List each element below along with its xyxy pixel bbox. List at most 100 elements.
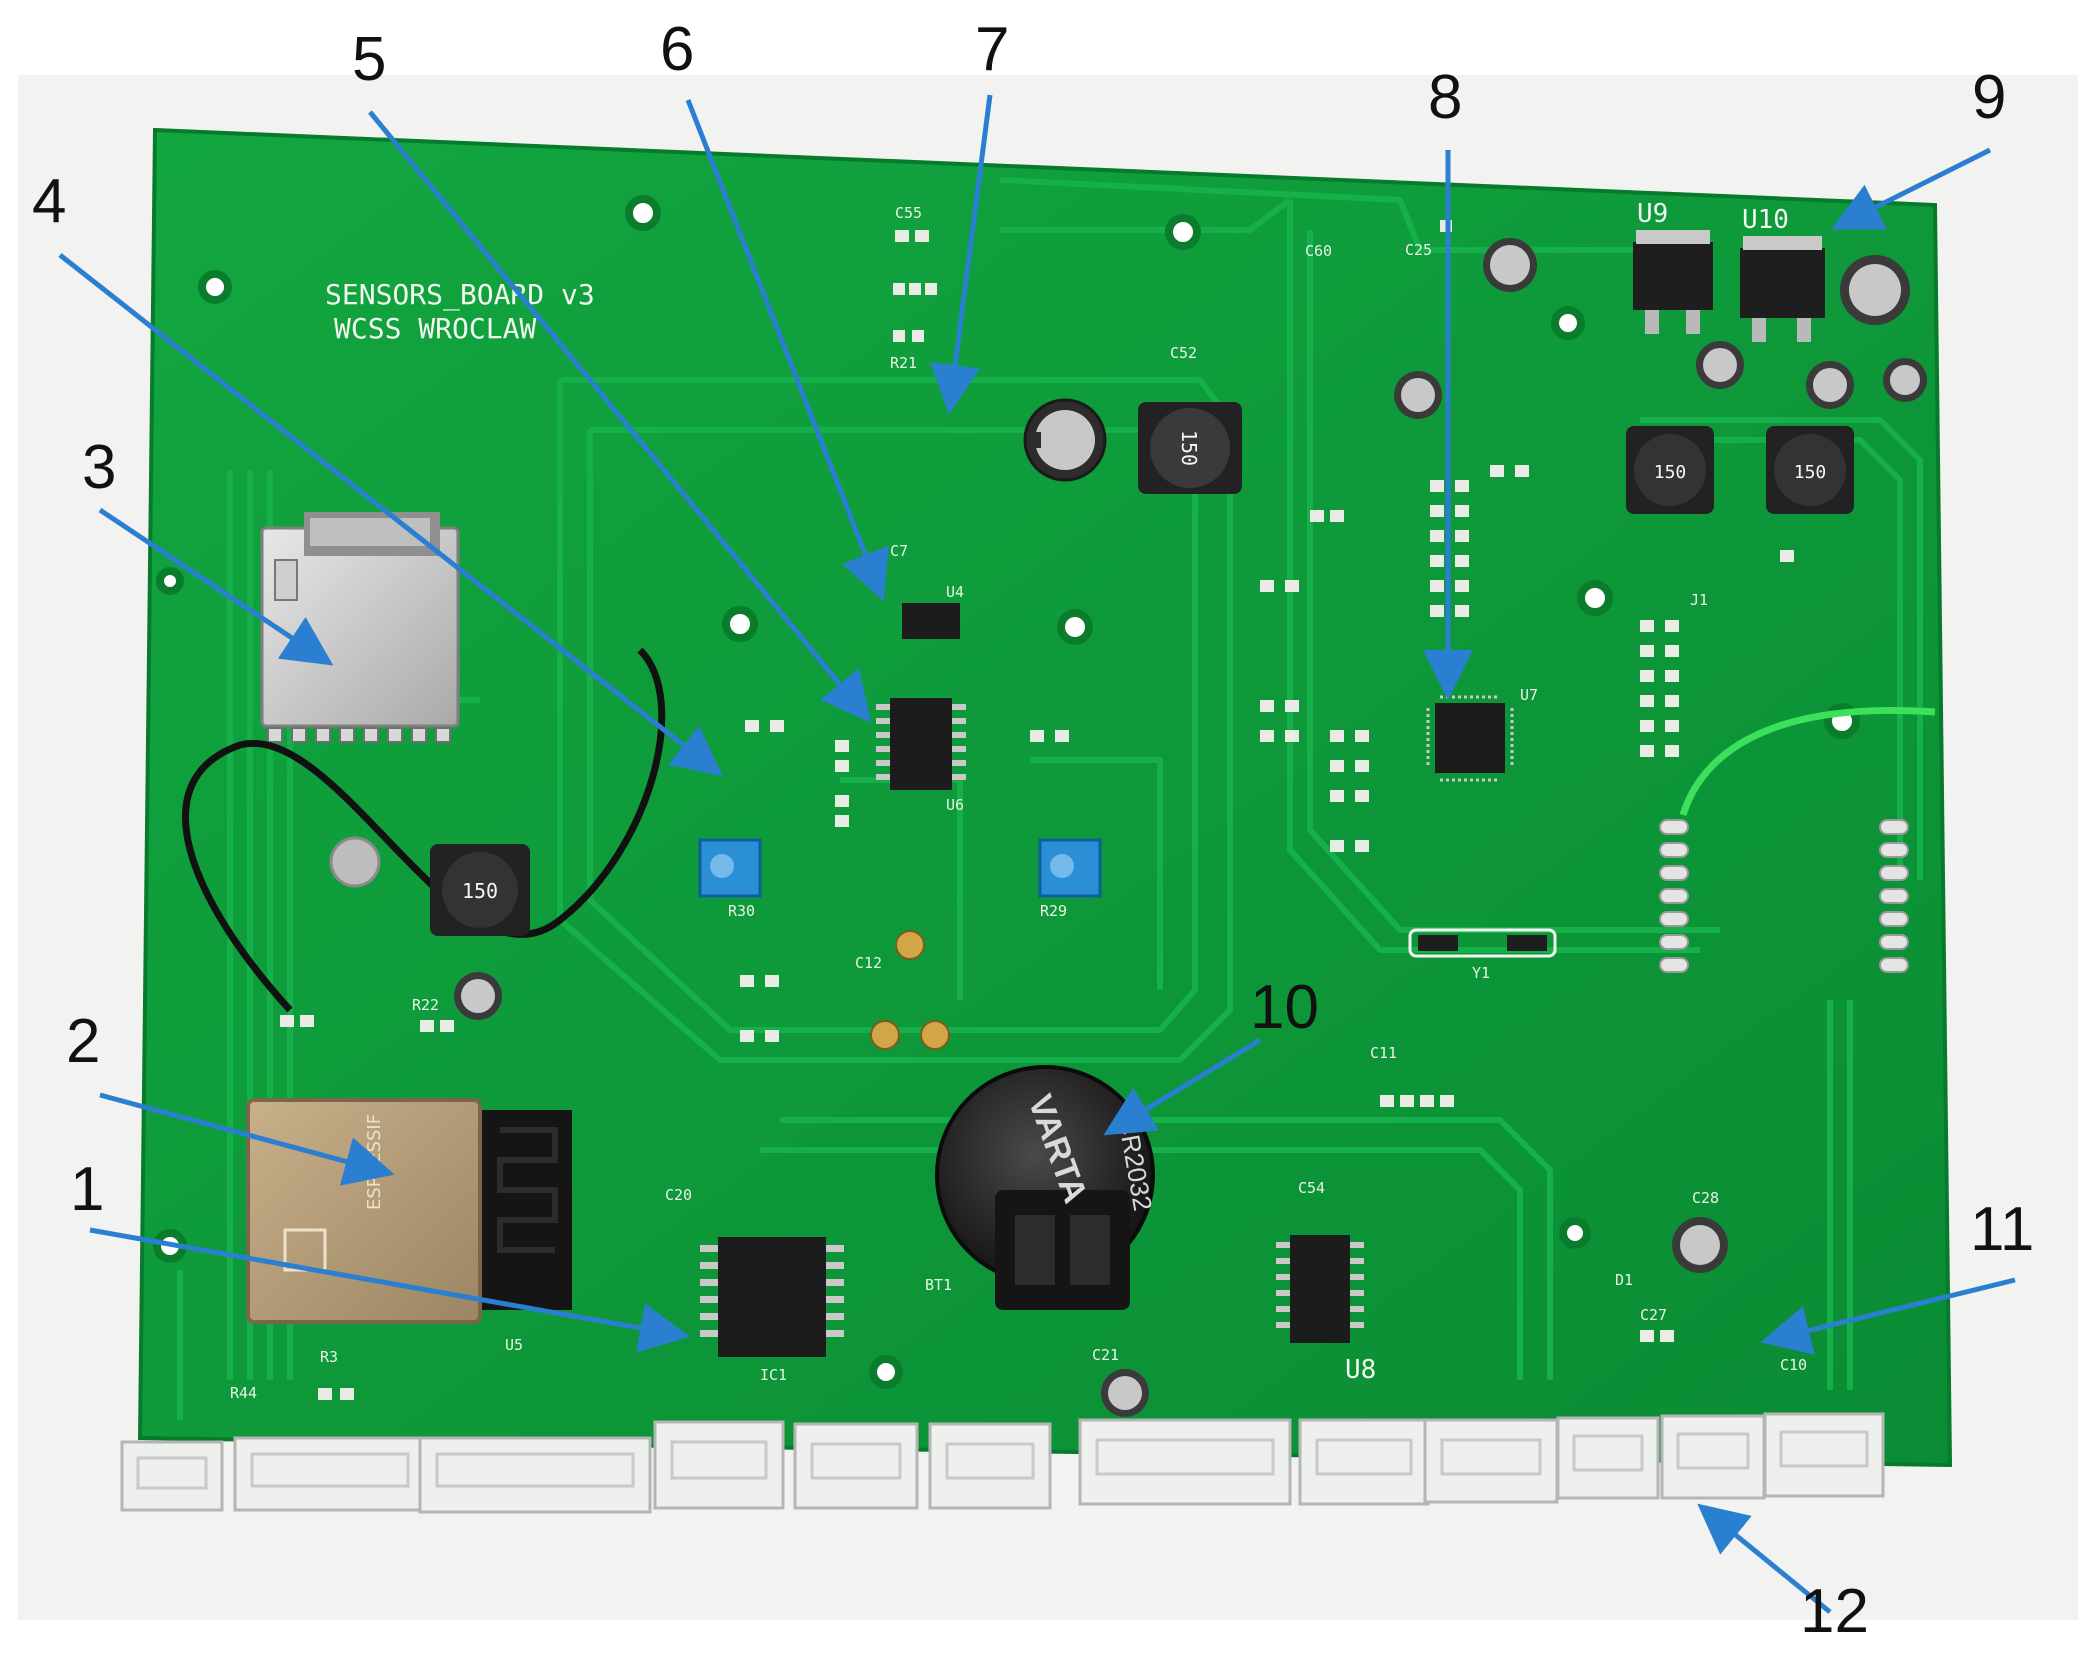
callout-9: 9 xyxy=(1972,63,2006,132)
callout-10: 10 xyxy=(1250,973,1319,1042)
mounting-holes xyxy=(153,195,1860,1389)
label-c12: C12 xyxy=(855,954,882,972)
callout-1: 1 xyxy=(70,1155,104,1224)
arrow-2 xyxy=(99,1092,395,1186)
label-bt1: BT1 xyxy=(925,1276,952,1294)
svg-text:150: 150 xyxy=(462,879,498,903)
connector-9 xyxy=(1423,1418,1559,1504)
callout-2: 2 xyxy=(66,1007,100,1076)
connector-11 xyxy=(1660,1414,1766,1500)
inductor-l4: 150 xyxy=(430,844,530,936)
pin-header-right xyxy=(1659,819,1909,973)
label-c60: C60 xyxy=(1305,242,1332,260)
label-c54: C54 xyxy=(1298,1179,1325,1197)
label-r29: R29 xyxy=(1040,902,1067,920)
label-c7: C7 xyxy=(890,542,908,560)
label-c11: C11 xyxy=(1370,1044,1397,1062)
label-r3: R3 xyxy=(320,1348,338,1366)
label-c20: C20 xyxy=(665,1186,692,1204)
arrow-5 xyxy=(368,110,872,723)
label-r44: R44 xyxy=(230,1384,257,1402)
power-components-top: 150 xyxy=(1023,230,1927,514)
connector-2 xyxy=(233,1436,427,1512)
callout-3: 3 xyxy=(82,433,116,502)
label-c25: C25 xyxy=(1405,241,1432,259)
connector-10 xyxy=(1556,1416,1660,1500)
connector-3 xyxy=(418,1436,652,1514)
label-c28: C28 xyxy=(1692,1189,1719,1207)
label-y1: Y1 xyxy=(1472,964,1490,982)
label-u9: U9 xyxy=(1637,199,1668,229)
chip-u8 xyxy=(1276,1235,1364,1343)
arrow-12 xyxy=(1697,1503,1832,1614)
chip-u4 xyxy=(902,603,960,639)
label-d1: D1 xyxy=(1615,1271,1633,1289)
chip-u6 xyxy=(876,698,966,790)
arrow-11 xyxy=(1760,1277,2016,1355)
crystal-y1 xyxy=(1408,928,1557,958)
microsd-card-slot xyxy=(260,512,460,743)
board-title-line1: SENSORS_BOARD v3 xyxy=(325,278,595,312)
label-r30: R30 xyxy=(728,902,755,920)
callout-12: 12 xyxy=(1800,1577,1869,1646)
callout-6: 6 xyxy=(660,15,694,84)
arrow-10 xyxy=(1103,1037,1262,1136)
label-u4: U4 xyxy=(946,583,964,601)
label-j1: J1 xyxy=(1690,591,1708,609)
voltage-regulator-u9 xyxy=(1633,230,1713,334)
esp-module-brand: ESPRESSIF xyxy=(364,1114,385,1210)
test-pads xyxy=(870,930,950,1050)
connector-1 xyxy=(120,1440,224,1512)
label-c21: C21 xyxy=(1092,1346,1119,1364)
callout-labels: 1 2 3 4 5 6 7 8 9 10 11 12 xyxy=(32,15,2034,1646)
label-u8: U8 xyxy=(1345,1355,1376,1385)
label-c55: C55 xyxy=(895,204,922,222)
callout-11: 11 xyxy=(1970,1195,2034,1264)
svg-text:150: 150 xyxy=(1794,462,1827,483)
callout-4: 4 xyxy=(32,167,66,236)
chip-ic1 xyxy=(700,1237,844,1357)
antenna-wire xyxy=(182,647,666,1013)
label-u6: U6 xyxy=(946,796,964,814)
chip-u7-microcontroller xyxy=(1426,695,1514,782)
arrow-4 xyxy=(58,253,723,777)
connector-8 xyxy=(1298,1418,1430,1506)
label-r21: R21 xyxy=(890,354,917,372)
label-c52: C52 xyxy=(1170,344,1197,362)
callout-7: 7 xyxy=(975,15,1009,84)
callout-5: 5 xyxy=(352,25,386,94)
label-u7: U7 xyxy=(1520,686,1538,704)
svg-text:150: 150 xyxy=(1177,430,1201,466)
reference-designators: U9 U10 U8 U4 U6 U7 U5 BT1 IC1 Y1 D1 J1 R… xyxy=(230,199,1807,1402)
callout-8: 8 xyxy=(1428,63,1462,132)
connector-12 xyxy=(1763,1412,1885,1498)
arrow-7 xyxy=(930,94,993,415)
trim-potentiometer-r29 xyxy=(1038,838,1102,898)
callout-arrows xyxy=(58,94,2016,1614)
label-c27: C27 xyxy=(1640,1306,1667,1324)
connector-7 xyxy=(1078,1418,1292,1506)
smd-pads xyxy=(280,220,1794,1400)
connector-6 xyxy=(928,1422,1052,1510)
pcb-board: SENSORS_BOARD v3 WCSS WROCLAW xyxy=(120,127,1953,1514)
label-ic1: IC1 xyxy=(760,1366,787,1384)
label-c10: C10 xyxy=(1780,1356,1807,1374)
jst-connector-row xyxy=(120,1412,1885,1514)
label-u10: U10 xyxy=(1742,205,1789,235)
inductor-l2: 150 xyxy=(1626,426,1714,514)
voltage-regulator-u10 xyxy=(1740,236,1825,342)
svg-text:150: 150 xyxy=(1654,462,1687,483)
arrow-1 xyxy=(89,1227,690,1353)
trim-potentiometer-r30 xyxy=(698,838,762,898)
arrow-6 xyxy=(685,99,889,602)
connector-5 xyxy=(793,1422,919,1510)
jumper-wire xyxy=(1679,707,1936,817)
inductor-l1: 150 xyxy=(1138,402,1242,494)
label-u5: U5 xyxy=(505,1336,523,1354)
arrow-9 xyxy=(1831,147,1992,230)
arrow-3 xyxy=(98,507,334,666)
label-r22: R22 xyxy=(412,996,439,1014)
inductor-l3: 150 xyxy=(1766,426,1854,514)
connector-4 xyxy=(653,1420,785,1510)
